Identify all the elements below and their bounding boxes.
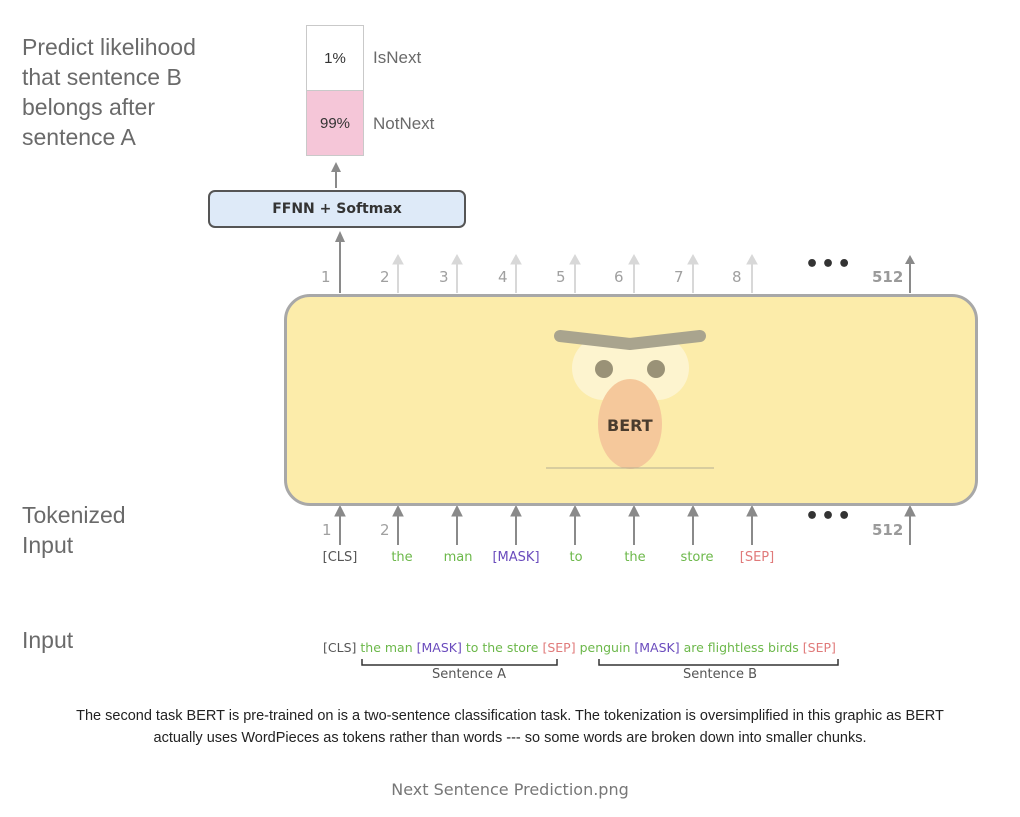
sentence-a-label: Sentence A xyxy=(432,667,506,682)
predict-label-line: Predict likelihood xyxy=(22,34,196,60)
input-sentence-a-start: the man xyxy=(360,640,413,655)
top-position-8: 8 xyxy=(732,268,742,286)
top-position-6: 6 xyxy=(614,268,624,286)
isnext-label: IsNext xyxy=(373,48,422,67)
token-sep: [SEP] xyxy=(739,550,775,565)
top-position-512: 512 xyxy=(872,268,904,286)
sentence-a-bracket xyxy=(361,659,558,666)
predict-label-line: belongs after xyxy=(22,94,155,120)
bottom-position-512: 512 xyxy=(872,521,904,539)
top-ellipsis: ••• xyxy=(805,252,854,277)
input-sentence-b-end: are flightless birds xyxy=(683,640,799,655)
token-mask: [MASK] xyxy=(492,550,540,565)
top-position-1: 1 xyxy=(321,268,331,286)
top-position-5: 5 xyxy=(556,268,566,286)
top-position-3: 3 xyxy=(439,268,449,286)
arrow-cls-to-ffnn xyxy=(335,231,345,293)
arrow-ffnn-to-output xyxy=(331,162,341,188)
sentence-b-label: Sentence B xyxy=(682,667,758,682)
tokenized-label-line: Input xyxy=(22,532,74,558)
caption-line: The second task BERT is pre-trained on i… xyxy=(76,708,944,724)
tokenized-input-label: Tokenized Input xyxy=(22,500,126,560)
predict-label-line: sentence A xyxy=(22,124,136,150)
input-sep-a: [SEP] xyxy=(542,640,576,655)
notnext-prob-box: 99% xyxy=(306,90,364,156)
caption: The second task BERT is pre-trained on i… xyxy=(10,705,1010,749)
input-mask-b: [MASK] xyxy=(634,640,680,655)
isnext-prob-box: 1% xyxy=(306,25,364,91)
bottom-position-2: 2 xyxy=(380,521,390,539)
input-sentence-b-start: penguin xyxy=(579,640,631,655)
ffnn-softmax-box: FFNN + Softmax xyxy=(208,190,466,228)
top-position-7: 7 xyxy=(674,268,684,286)
token-the: the xyxy=(391,550,413,565)
token-to: to xyxy=(569,550,583,565)
input-sentence: [CLS] the man [MASK] to the store [SEP] … xyxy=(323,640,836,655)
top-position-2: 2 xyxy=(380,268,390,286)
token-man: man xyxy=(443,550,473,565)
input-label: Input xyxy=(22,627,74,653)
token-cls: [CLS] xyxy=(322,550,358,565)
tokenized-label-line: Tokenized xyxy=(22,502,126,528)
predict-label-line: that sentence B xyxy=(22,64,182,90)
token-the-2: the xyxy=(624,550,646,565)
image-filename: Next Sentence Prediction.png xyxy=(391,780,629,799)
bert-nose xyxy=(598,379,662,469)
input-mask-a: [MASK] xyxy=(416,640,462,655)
notnext-prob-value: 99% xyxy=(319,114,351,132)
bert-brow xyxy=(554,330,706,350)
bottom-position-1: 1 xyxy=(322,521,332,539)
ffnn-softmax-label: FFNN + Softmax xyxy=(272,201,402,217)
bert-face xyxy=(546,330,714,469)
top-position-4: 4 xyxy=(498,268,508,286)
top-arrow-512 xyxy=(905,255,915,293)
bert-model-box: BERT xyxy=(284,294,978,506)
input-sentence-a-end: to the store xyxy=(465,640,539,655)
caption-line: actually uses WordPieces as tokens rathe… xyxy=(153,730,867,746)
notnext-label: NotNext xyxy=(373,114,435,133)
bert-label: BERT xyxy=(607,416,653,435)
input-cls: [CLS] xyxy=(323,640,357,655)
token-store: store xyxy=(680,550,714,565)
bottom-ellipsis: ••• xyxy=(805,504,854,529)
input-sep-b: [SEP] xyxy=(802,640,836,655)
sentence-b-bracket xyxy=(598,659,839,666)
isnext-prob-value: 1% xyxy=(324,49,346,67)
predict-label: Predict likelihood that sentence B belon… xyxy=(22,32,196,152)
